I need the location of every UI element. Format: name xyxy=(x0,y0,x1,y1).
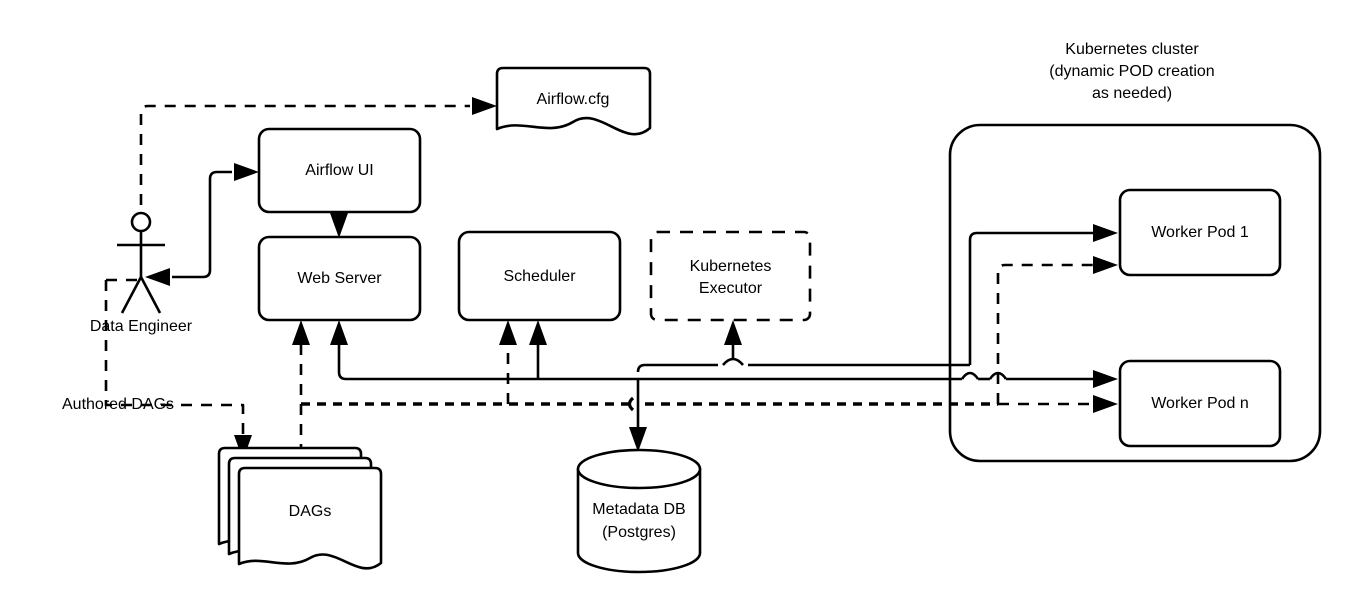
edge-dags-to-web-server xyxy=(292,320,310,455)
kubernetes-cluster-caption: Kubernetes cluster (dynamic POD creation… xyxy=(1049,41,1214,102)
authored-dags-label: Authored DAGs xyxy=(62,396,174,413)
kubernetes-executor-label-line2: Executor xyxy=(699,280,763,297)
edge-actor-to-airflowcfg xyxy=(139,97,497,205)
edge-metadata-db-bus xyxy=(330,320,970,452)
actor-leg-left xyxy=(120,276,143,314)
node-metadata-db[interactable]: Metadata DB (Postgres) xyxy=(576,448,702,574)
dags-label: DAGs xyxy=(289,503,332,520)
airflow-cfg-label: Airflow.cfg xyxy=(537,91,610,108)
actor-head xyxy=(130,211,152,233)
edge-executor-to-worker-pods xyxy=(638,224,1118,388)
edge-dags-to-scheduler xyxy=(499,320,517,404)
node-kubernetes-executor[interactable]: Kubernetes Executor xyxy=(649,230,812,322)
node-worker-pod-1[interactable]: Worker Pod 1 xyxy=(1118,188,1282,277)
cluster-caption-line3: as needed) xyxy=(1092,85,1172,102)
edge-dags-to-worker-pod-n xyxy=(998,395,1118,413)
node-airflow-ui[interactable]: Airflow UI xyxy=(257,127,422,214)
edge-actor-to-airflow-ui xyxy=(145,163,259,286)
node-dags[interactable]: DAGs xyxy=(217,446,383,570)
worker-pod-1-label: Worker Pod 1 xyxy=(1151,224,1249,241)
kubernetes-executor-label-line1: Kubernetes xyxy=(690,258,772,275)
worker-pod-n-label: Worker Pod n xyxy=(1151,395,1249,412)
metadata-db-label-line2: (Postgres) xyxy=(602,524,676,541)
edge-authored-dags xyxy=(104,280,252,460)
node-airflow-cfg[interactable]: Airflow.cfg xyxy=(495,66,652,136)
node-scheduler[interactable]: Scheduler xyxy=(457,230,622,322)
airflow-ui-label: Airflow UI xyxy=(305,162,373,179)
cluster-caption-line1: Kubernetes cluster xyxy=(1065,41,1199,58)
cluster-caption-line2: (dynamic POD creation xyxy=(1049,63,1214,80)
node-web-server[interactable]: Web Server xyxy=(257,235,422,322)
actor-leg-right xyxy=(139,276,162,314)
node-data-engineer[interactable]: Data Engineer xyxy=(90,211,193,335)
data-engineer-label: Data Engineer xyxy=(90,318,193,335)
metadata-db-label-line1: Metadata DB xyxy=(592,501,685,518)
scheduler-label: Scheduler xyxy=(503,268,576,285)
node-worker-pod-n[interactable]: Worker Pod n xyxy=(1118,359,1282,448)
node-kubernetes-cluster[interactable] xyxy=(948,123,1322,463)
web-server-label: Web Server xyxy=(297,270,382,287)
edge-dags-bus-thick xyxy=(301,396,998,412)
edge-airflow-ui-to-web-server xyxy=(330,212,348,238)
edge-dags-to-worker-pod-1 xyxy=(996,256,1118,404)
